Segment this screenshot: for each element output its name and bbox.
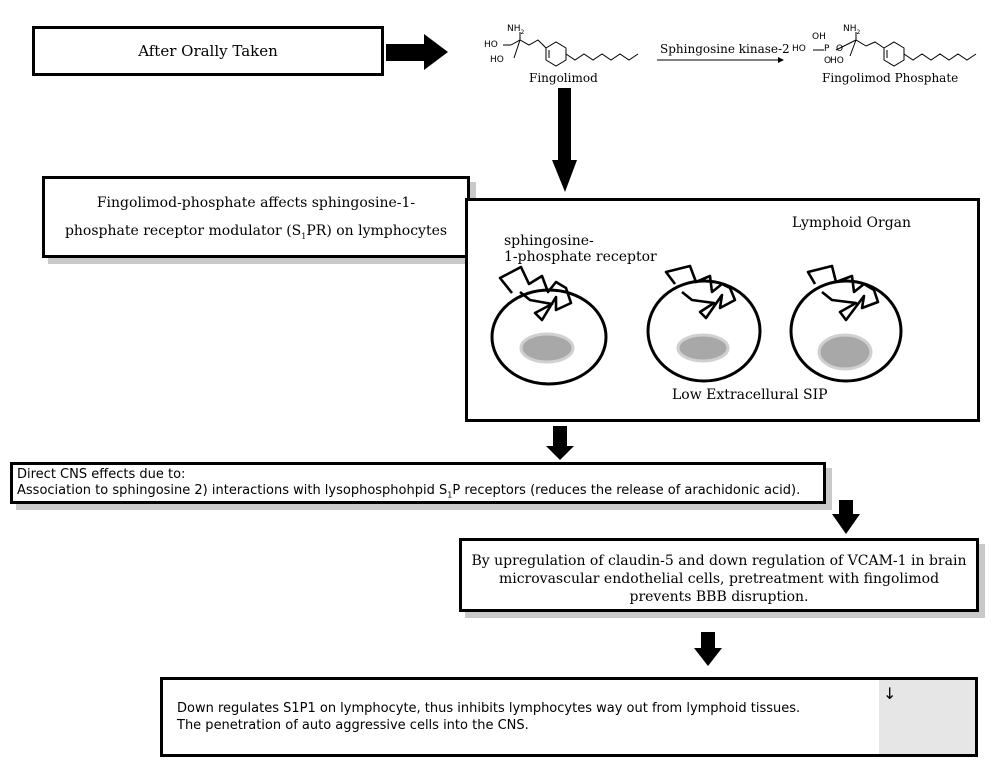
- lymphocyte-cell-2: [646, 264, 762, 383]
- receptor-label-line2: 1-phosphate receptor: [504, 249, 657, 265]
- receptor-icon-1: [498, 265, 573, 322]
- fingolimod-ho2-label: HO: [490, 55, 504, 65]
- down-arrow-fingolimod: [552, 88, 577, 192]
- phosphate-oh-label: OH: [812, 32, 826, 42]
- reaction-label: Sphingosine kinase-2: [660, 42, 790, 56]
- down-arrow-step4: [694, 632, 722, 666]
- step-direct-cns-box: Direct CNS effects due to: Association t…: [10, 462, 826, 504]
- lymphocyte-cell-1: [490, 265, 608, 386]
- cns-line2-part-b: P receptors (reduces the release of arac…: [452, 483, 801, 498]
- phosphate-nh-text: NH: [843, 24, 857, 34]
- phosphate-o2-label: O: [824, 56, 832, 66]
- phosphate-o1-label: O: [836, 44, 844, 54]
- step-down-regulates-shade: [879, 680, 975, 754]
- phosphate-ho-lower-label: HO: [830, 56, 844, 66]
- down-arrow-lymphoid: [546, 426, 574, 460]
- step-fingolimod-phosphate-line1: Fingolimod-phosphate affects sphingosine…: [96, 195, 416, 211]
- step-down-regulates-line2: The penetration of auto aggressive cells…: [177, 718, 529, 733]
- line2-part-a: phosphate receptor modulator (S: [64, 223, 302, 239]
- cns-line2-part-a: Association to sphingosine 2) interactio…: [17, 483, 448, 498]
- fingolimod-phosphate-structure: [813, 32, 977, 67]
- receptor-icon-3: [806, 264, 880, 322]
- phosphate-nh2-sub: 2: [856, 28, 861, 36]
- phosphate-p-label: P: [824, 44, 830, 54]
- step-direct-cns-line2: Association to sphingosine 2) interactio…: [17, 483, 800, 501]
- fingolimod-nh-text: NH: [507, 24, 521, 34]
- step-claudin-line3: prevents BBB disruption.: [629, 589, 809, 605]
- step-down-regulates-line1: Down regulates S1P1 on lymphocyte, thus …: [177, 701, 801, 716]
- step-fingolimod-phosphate-line2: phosphate receptor modulator (S1PR) on l…: [45, 223, 467, 242]
- step-claudin-line2: microvascular endothelial cells, pretrea…: [498, 571, 940, 587]
- receptor-icon-2: [664, 264, 737, 320]
- fingolimod-nh2-label: NH2: [507, 24, 524, 36]
- step-after-orally-taken-box: After Orally Taken: [32, 26, 384, 76]
- fingolimod-ho1-label: HO: [484, 40, 498, 50]
- receptor-label-line1: sphingosine-: [504, 233, 594, 249]
- step-claudin-box: By upregulation of claudin-5 and down re…: [459, 538, 979, 612]
- step-direct-cns-line1: Direct CNS effects due to:: [17, 467, 186, 482]
- lymphoid-organ-title: Lymphoid Organ: [792, 215, 912, 231]
- reaction-arrow: [657, 57, 784, 63]
- step-down-regulates-box: Down regulates S1P1 on lymphocyte, thus …: [160, 677, 978, 757]
- down-arrow-glyph: ↓: [883, 684, 897, 703]
- down-arrow-step3: [832, 500, 860, 534]
- fingolimod-nh2-sub: 2: [520, 28, 525, 36]
- phosphate-nh2-label: NH2: [843, 24, 860, 36]
- step-fingolimod-phosphate-box: Fingolimod-phosphate affects sphingosine…: [42, 176, 470, 258]
- right-arrow-step1: [386, 34, 448, 70]
- line2-part-b: PR) on lymphocytes: [306, 223, 448, 239]
- fingolimod-name: Fingolimod: [529, 71, 598, 85]
- step-after-orally-taken-text: After Orally Taken: [138, 42, 278, 60]
- step-claudin-line1: By upregulation of claudin-5 and down re…: [471, 553, 967, 569]
- low-extracellular-sip-label: Low Extracellural SIP: [672, 387, 828, 403]
- fingolimod-structure: [503, 32, 639, 67]
- phosphate-ho-label: HO: [792, 44, 806, 54]
- line2-sub: 1: [301, 231, 307, 241]
- cns-line2-sub: 1: [447, 490, 453, 500]
- fingolimod-phosphate-name: Fingolimod Phosphate: [822, 71, 959, 85]
- lymphocyte-cell-3: [789, 264, 903, 383]
